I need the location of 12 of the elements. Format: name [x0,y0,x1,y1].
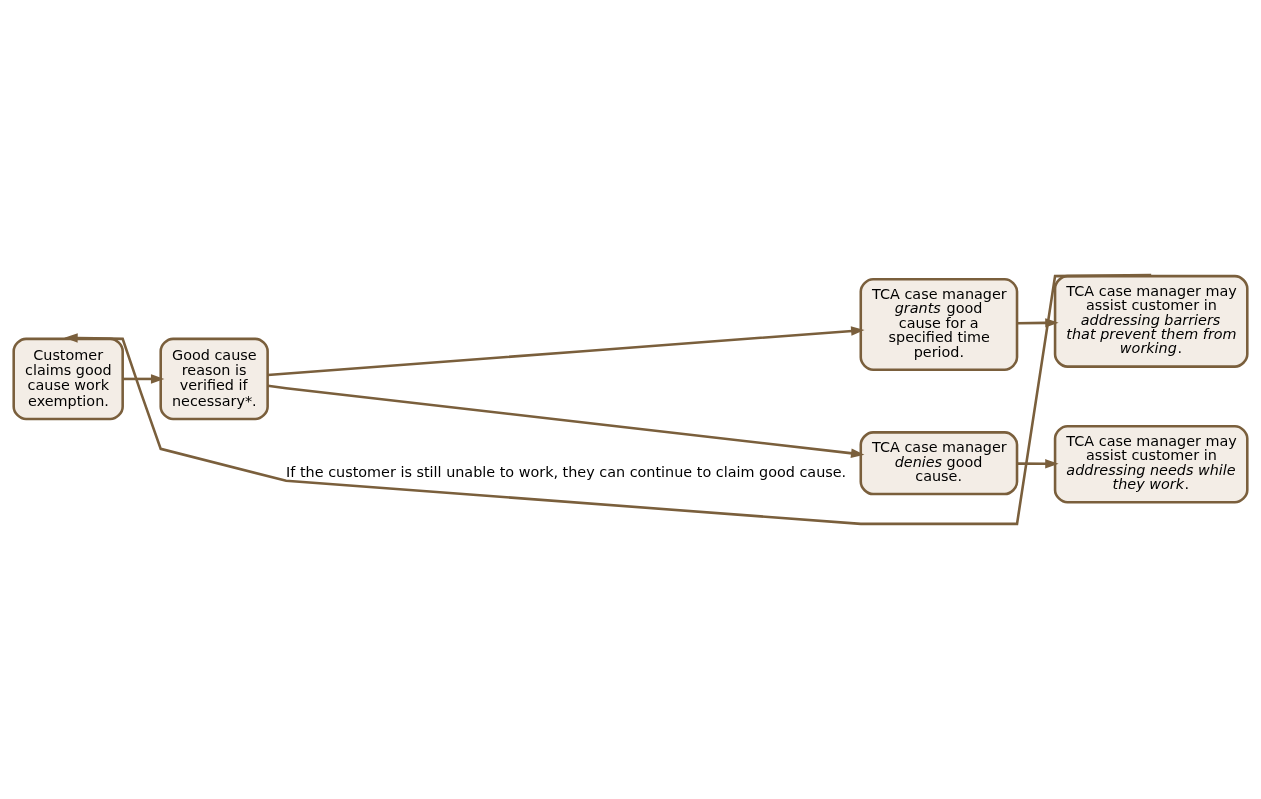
node-box: Customer claims good cause work exemption. [12,337,124,421]
arrow [64,273,1152,526]
edge-label: If the customer is still unable to work, they can continue to claim good cause. [286,463,847,480]
arrow [1017,459,1059,469]
node-box: TCA case manager denies good cause. [859,431,1019,496]
node-box: TCA case manager may assist customer in addressing needs while they work. [1053,424,1249,504]
node-box: TCA case manager grants good cause for a specified time period. [859,277,1019,371]
arrow [122,374,165,384]
node-box: Good cause reason is verified if necessary*. [159,337,269,421]
arrow [267,384,865,458]
arrow [267,326,865,377]
node-box: TCA case manager may assist customer in addressing barriers that prevent them from working. [1053,274,1249,368]
